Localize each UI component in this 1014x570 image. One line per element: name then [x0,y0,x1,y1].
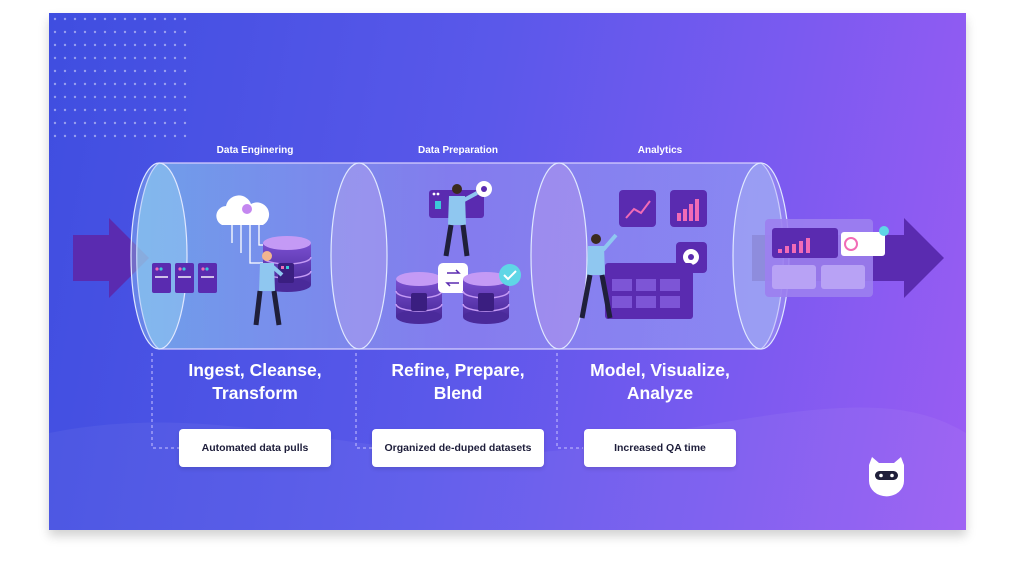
tab-data-preparation: Data Preparation [417,144,499,156]
stage-title-line: Model, Visualize, [590,360,730,380]
dot-pattern [53,17,187,138]
stage-title-engineering: Ingest, Cleanse, Transform [160,359,350,405]
outcome-box-engineering: Automated data pulls [179,429,331,467]
swap-icon [438,263,468,293]
stage-title-line: Blend [433,383,483,403]
database-icon-right [462,272,510,324]
tube-rim-2 [330,162,388,350]
analyst-figure [443,184,478,257]
stage-title-line: Analyze [626,383,694,403]
cloud-icon [216,195,270,264]
stage-title-analytics: Model, Visualize, Analyze [565,359,755,405]
dashed-connectors [151,353,583,449]
stage-title-line: Transform [212,383,298,403]
gear-icon [476,181,492,197]
background-wave [49,407,966,530]
bar-chart-icon [670,190,707,227]
line-chart-icon [619,190,656,227]
tab-analytics: Analytics [637,144,683,156]
outcome-box-analytics: Increased QA time [584,429,736,467]
mascot-logo-icon [869,457,904,497]
stage-title-line: Refine, Prepare, [391,360,525,380]
dashboard-board [605,263,693,319]
outcome-box-preparation: Organized de-duped datasets [372,429,544,467]
tube-rim-1 [130,162,188,350]
tube-rim-3 [530,162,588,350]
server-racks [152,263,217,293]
database-icon-left [395,272,443,324]
tab-data-engineering: Data Enginering [216,144,294,156]
stage-title-line: Ingest, Cleanse, [188,360,322,380]
pipeline-banner: Data Enginering Data Preparation Analyti… [49,13,966,530]
input-arrow-icon [73,218,149,298]
presenter-figure [579,233,618,319]
engineer-figure [253,251,284,326]
pipeline-illustration [49,17,966,530]
output-dashboard [765,219,889,297]
check-icon [499,264,521,286]
stage-title-preparation: Refine, Prepare, Blend [363,359,553,405]
